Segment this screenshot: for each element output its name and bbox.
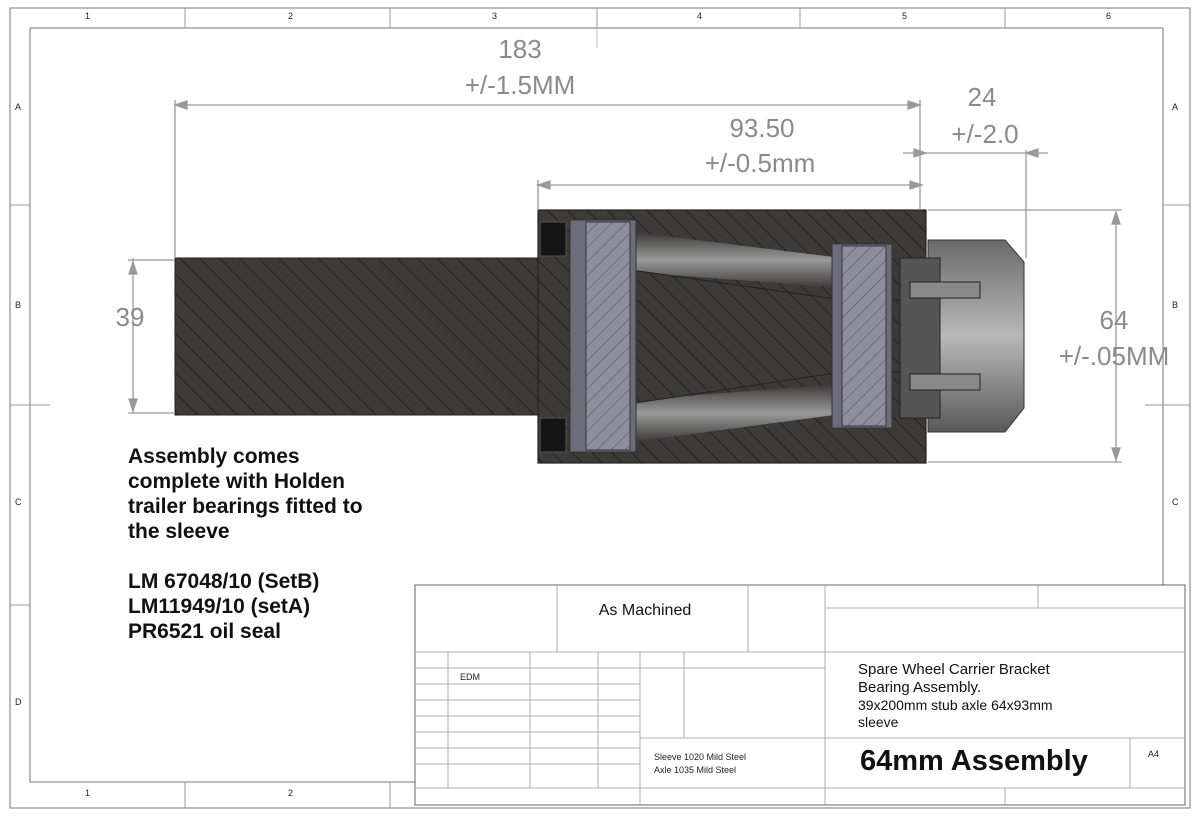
zone-top-3: 3 [492,11,497,21]
part-number-3: PR6521 oil seal [128,620,281,643]
title-line-4: sleeve [858,714,899,730]
zone-bottom-2: 2 [288,788,293,798]
dim-stub-tol: +/-2.0 [951,119,1018,149]
zone-top-6: 6 [1106,11,1111,21]
note-line-1: Assembly comes [128,445,300,468]
stub-axle [174,257,561,416]
zone-left-a: A [15,102,21,112]
dimension-lines [128,100,1122,463]
bore-cavity-lower [632,384,842,442]
material-line-1: Sleeve 1020 Mild Steel [654,752,746,762]
zone-left-d: D [15,697,22,707]
dim-sleeve-value: 93.50 [729,113,794,143]
part-number-2: LM11949/10 (setA) [128,595,310,618]
zone-top-4: 4 [697,11,702,21]
zone-top-5: 5 [902,11,907,21]
sheet-size: A4 [1148,749,1159,759]
zone-right-c: C [1172,497,1179,507]
castle-nut-top [909,281,981,299]
dim-sleeve-dia-value: 64 [1100,305,1129,335]
title-block: As Machined EDM Sleeve 1020 Mild Steel A… [414,584,1186,806]
bearing-b-race [841,245,887,427]
dim-overall-value: 183 [498,34,541,64]
dim-axle-dia: 39 [116,302,145,332]
title-line-2: Bearing Assembly. [858,679,981,696]
zone-right-a: A [1172,102,1178,112]
note-line-2: complete with Holden [128,470,345,493]
finish-value: As Machined [599,602,692,619]
dim-sleeve-tol: +/-0.5mm [705,148,816,178]
title-line-3: 39x200mm stub axle 64x93mm [858,697,1053,713]
zone-right-b: B [1172,300,1178,310]
bearing-a-race [585,221,631,451]
assembly-section-view [174,209,1025,464]
dim-stub-value: 24 [968,82,997,112]
oil-seal-top [539,221,567,257]
zone-top-2: 2 [288,11,293,21]
drawn-by-value: EDM [460,672,480,682]
note-line-3: trailer bearings fitted to [128,495,363,518]
zone-top-1: 1 [85,11,90,21]
bore-cavity-upper [632,232,842,288]
zone-labels: 1 2 3 4 5 6 1 2 A B C D A B C [15,11,1179,798]
note-line-4: the sleeve [128,520,230,543]
title-line-1: Spare Wheel Carrier Bracket [858,661,1051,678]
dust-cap [927,239,1025,433]
oil-seal-bottom [539,417,567,453]
assembly-notes: Assembly comes complete with Holden trai… [128,445,363,643]
zone-left-c: C [15,497,22,507]
zone-bottom-1: 1 [85,788,90,798]
dim-overall-tol: +/-1.5MM [465,70,576,100]
material-line-2: Axle 1035 Mild Steel [654,765,736,775]
part-number-1: LM 67048/10 (SetB) [128,570,319,593]
dim-sleeve-dia-tol: +/-.05MM [1059,341,1170,371]
zone-left-b: B [15,300,21,310]
drawing-number: 64mm Assembly [860,745,1088,777]
dimension-texts: 183 +/-1.5MM 93.50 +/-0.5mm 24 +/-2.0 39… [116,34,1170,371]
castle-nut-bottom [909,373,981,391]
